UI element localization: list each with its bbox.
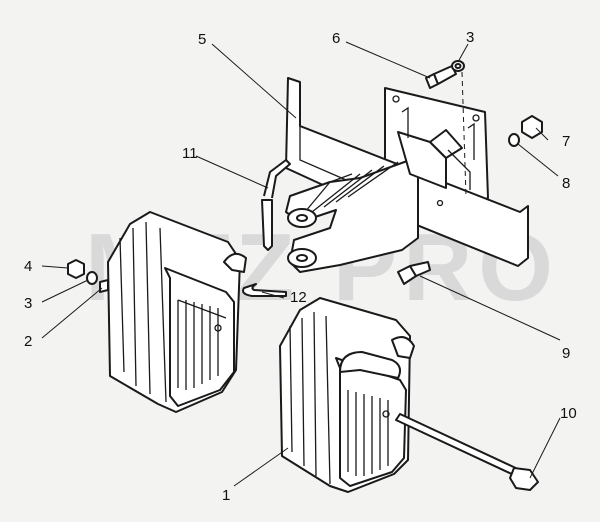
assembly-axis-line [461,71,467,197]
callout-3-left: 3 [24,295,32,312]
callout-3-top: 3 [466,29,474,46]
callout-9: 9 [562,345,570,362]
callout-1: 1 [222,487,230,504]
weight-stack-right [279,297,415,493]
weight-bracket [285,77,529,273]
leader-lines [41,41,561,487]
nut-washer-stud-left [67,259,109,293]
bolt-9 [397,261,431,285]
weight-stack-left [107,211,247,413]
long-bolt [395,413,539,491]
bolt-6-and-washer [425,60,465,89]
pin [261,159,291,251]
callout-labels: 5 6 3 7 8 11 12 4 3 2 9 10 1 [24,29,577,504]
callout-12: 12 [290,289,307,306]
callout-4: 4 [24,258,32,275]
callout-8: 8 [562,175,570,192]
callout-10: 10 [560,405,577,422]
callout-5: 5 [198,31,206,48]
nut-and-washer-right [508,115,543,147]
callout-7: 7 [562,133,570,150]
callout-2: 2 [24,333,32,350]
callout-11: 11 [182,145,198,162]
callout-6: 6 [332,30,340,47]
spring-clip [242,283,287,297]
